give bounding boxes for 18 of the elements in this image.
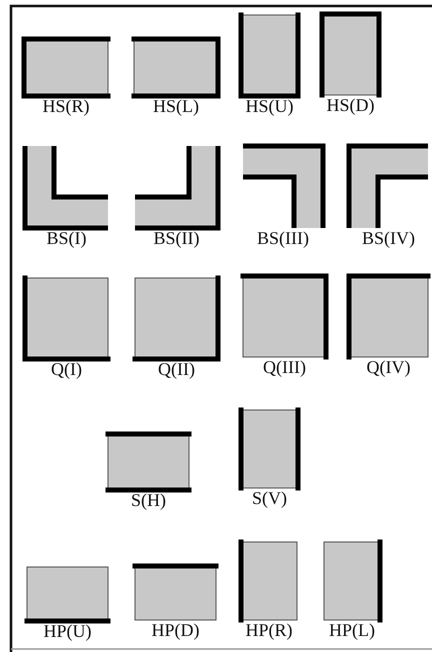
block-label: Q(I): [51, 359, 82, 379]
block-label: Q(IV): [366, 357, 410, 377]
block-label: S(V): [252, 488, 287, 508]
block-label: Q(II): [158, 359, 195, 379]
block-label: HP(R): [245, 620, 292, 640]
block-label: HS(L): [153, 96, 199, 116]
block-label: HP(U): [44, 621, 92, 641]
block-label: HS(U): [246, 96, 294, 116]
block-label: S(H): [131, 490, 166, 510]
block-label: HP(D): [152, 620, 200, 640]
block-label: BS(III): [257, 228, 309, 248]
block-label: HP(L): [329, 620, 375, 640]
block-label: HS(R): [42, 96, 90, 116]
block-label: BS(I): [46, 228, 86, 248]
block-label: BS(IV): [362, 228, 415, 248]
block-label: BS(II): [154, 228, 200, 248]
block-label: HS(D): [326, 95, 374, 115]
block-label: Q(III): [263, 357, 306, 377]
